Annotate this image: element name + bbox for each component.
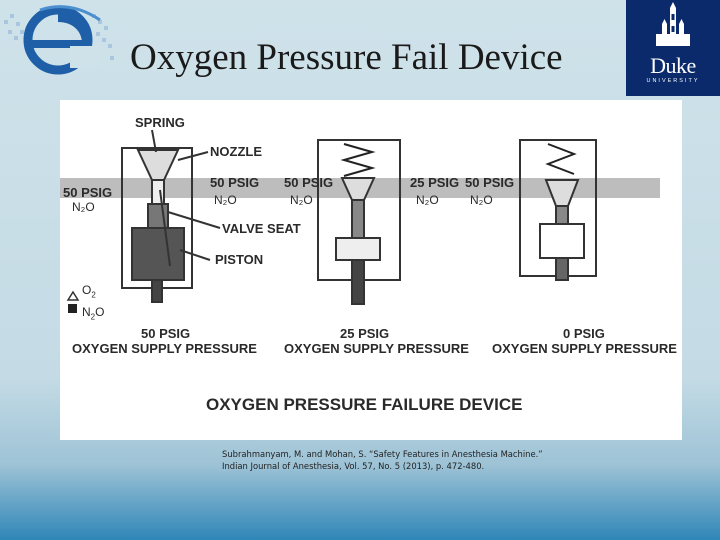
nozzle-label: NOZZLE xyxy=(210,144,262,159)
panel-2-left-psig: 50 PSIG xyxy=(284,175,334,190)
o2-legend-label: O2 xyxy=(82,284,96,299)
panel-2-supply-psig: 25 PSIG xyxy=(340,326,390,341)
figure-title: OXYGEN PRESSURE FAILURE DEVICE xyxy=(206,395,523,414)
panel-1-left-gas: N₂O xyxy=(72,200,95,214)
panel-1-supply-psig: 50 PSIG xyxy=(141,326,191,341)
n2o-legend-text: N xyxy=(82,305,91,319)
o2-legend-subscript: 2 xyxy=(91,290,96,300)
panel-3-supply-label: OXYGEN SUPPLY PRESSURE xyxy=(492,341,677,356)
piston-leader xyxy=(179,249,211,261)
panel-2-left-gas: N₂O xyxy=(290,193,313,207)
valve-seat-leader xyxy=(167,211,221,229)
n2o-legend-subscript: 2 xyxy=(90,312,96,322)
n2o-legend-label: N2O xyxy=(82,306,104,321)
slide-title: Oxygen Pressure Fail Device xyxy=(130,37,563,78)
citation: Subrahmanyam, M. and Mohan, S. “Safety F… xyxy=(222,448,543,472)
pressure-failure-figure: SPRING NOZZLE VALVE SEAT PISTON 50 PSIG … xyxy=(60,100,682,440)
duke-logo: Duke UNIVERSITY xyxy=(626,0,720,96)
panel-1-supply-label: OXYGEN SUPPLY PRESSURE xyxy=(72,341,257,356)
citation-line-1: Subrahmanyam, M. and Mohan, S. “Safety F… xyxy=(222,449,543,459)
o2-legend-symbol xyxy=(66,290,80,301)
duke-subtitle: UNIVERSITY xyxy=(646,78,700,84)
n2o-legend-tail: O xyxy=(95,305,105,319)
panel-2-right-gas: N₂O xyxy=(416,193,439,207)
duke-wordmark: Duke xyxy=(650,53,696,78)
panel-3-left-psig: 50 PSIG xyxy=(465,175,515,190)
chapel-icon xyxy=(656,2,690,46)
spring-leader xyxy=(151,129,157,153)
panel-3-left-gas: N₂O xyxy=(470,193,493,207)
device-panel-3 xyxy=(519,139,597,281)
spring-label: SPRING xyxy=(135,115,185,130)
panel-1-right-psig: 50 PSIG xyxy=(210,175,260,190)
panel-3-supply-psig: 0 PSIG xyxy=(563,326,605,341)
nozzle-leader xyxy=(177,151,209,161)
device-diagram xyxy=(60,129,660,313)
n2o-legend-symbol xyxy=(68,304,77,313)
citation-line-2: Indian Journal of Anesthesia, Vol. 57, N… xyxy=(222,461,485,471)
center-leader xyxy=(159,189,171,267)
panel-1-left-psig: 50 PSIG xyxy=(63,185,113,200)
panel-1-right-gas: N₂O xyxy=(214,193,237,207)
e-globe-icon xyxy=(4,5,114,75)
o2-legend-text: O xyxy=(82,283,92,297)
device-panel-2 xyxy=(317,139,401,305)
device-panel-1 xyxy=(121,147,193,303)
panel-2-right-psig: 25 PSIG xyxy=(410,175,460,190)
panel-2-supply-label: OXYGEN SUPPLY PRESSURE xyxy=(284,341,469,356)
piston-label: PISTON xyxy=(215,252,264,267)
valve-seat-label: VALVE SEAT xyxy=(222,221,301,236)
